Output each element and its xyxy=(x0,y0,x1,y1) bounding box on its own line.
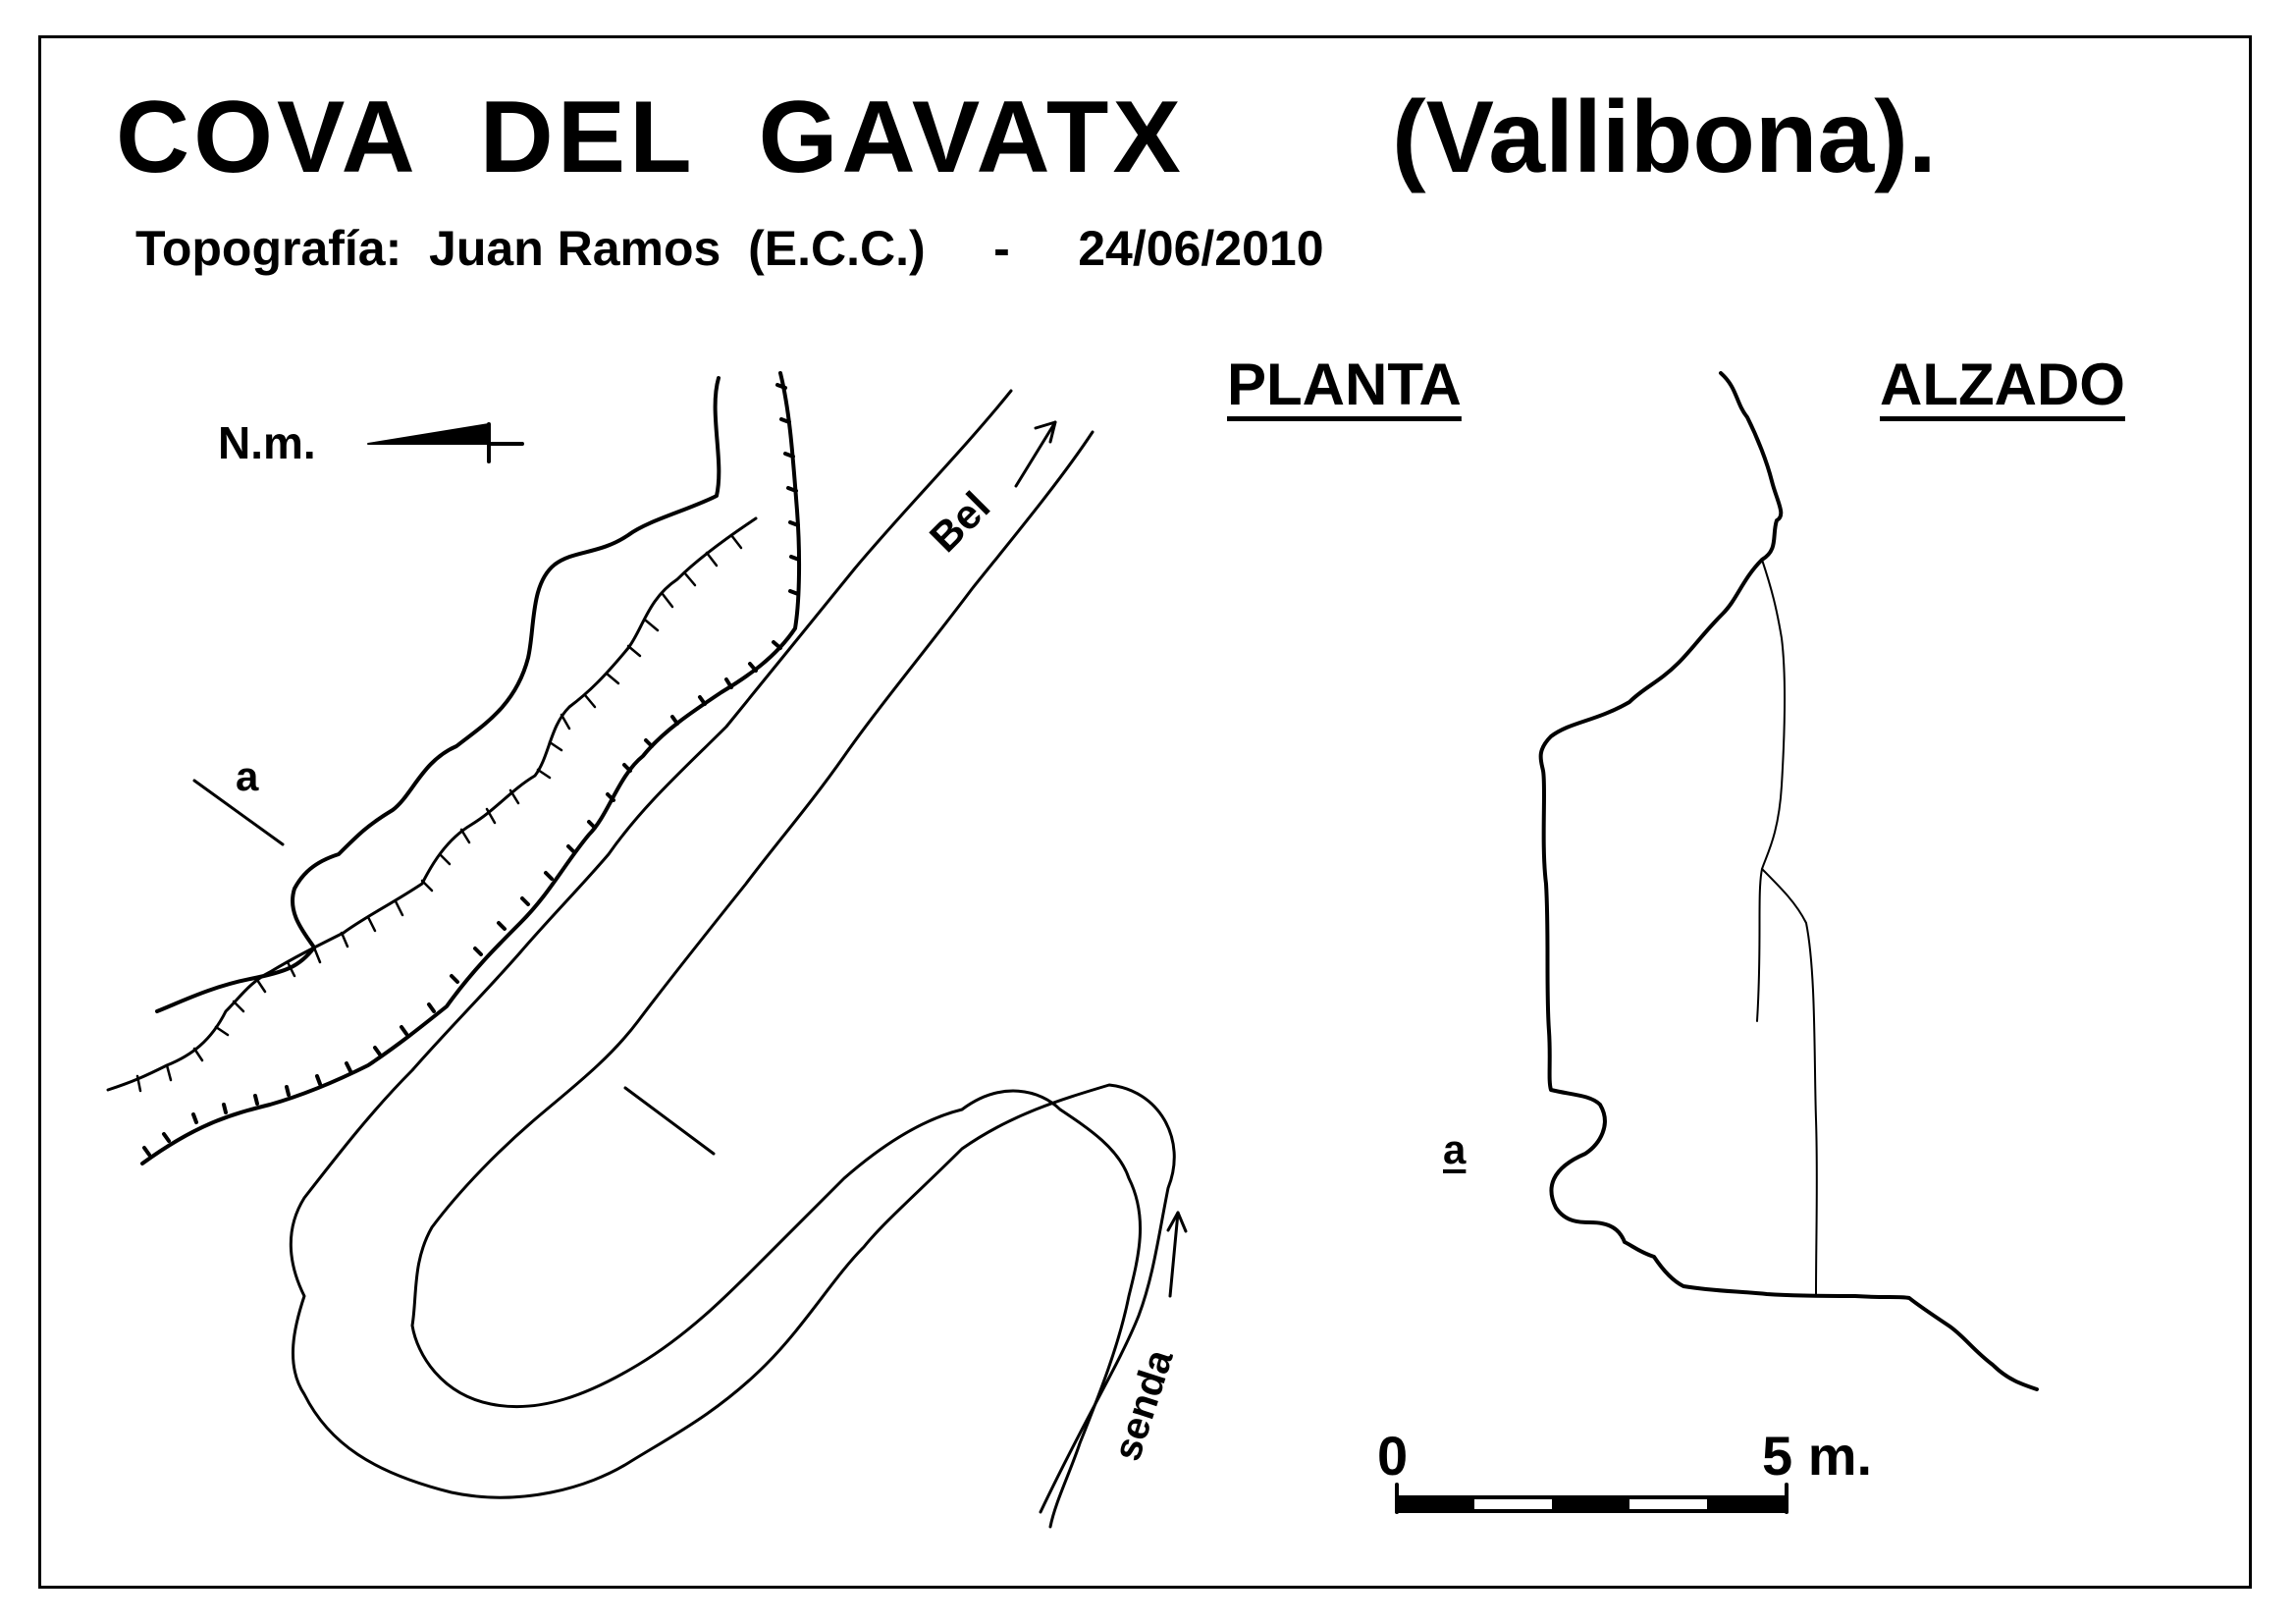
path-flow-arrow-icon xyxy=(1168,1211,1180,1298)
scale-bar xyxy=(1395,1483,1789,1514)
plan-view-heading: PLANTA xyxy=(1227,352,1462,417)
north-label: N.m. xyxy=(218,417,316,468)
outcrop-ticks xyxy=(142,383,801,1157)
elevation-inner-line xyxy=(1756,559,1787,1022)
ravine-arrowhead-icon xyxy=(1034,420,1057,444)
cave-title: COVA DEL GAVATX xyxy=(116,81,1185,194)
path-arrowhead-icon xyxy=(1166,1211,1188,1233)
section-line-b xyxy=(623,1086,716,1156)
scale-start-label: 0 xyxy=(1377,1425,1409,1487)
cave-inner-ledge xyxy=(106,516,758,1092)
north-arrow-icon xyxy=(367,422,524,463)
scale-end-label: 5 m. xyxy=(1762,1425,1873,1487)
survey-credit: Topografía: Juan Ramos (E.C.C.) - 24/06/… xyxy=(135,221,1324,276)
ravine-right-bank xyxy=(410,430,1143,1529)
ravine-flow-arrow-icon xyxy=(1014,420,1057,488)
ravine-left-bank xyxy=(289,389,1176,1514)
section-label-elevation: a xyxy=(1443,1126,1467,1172)
cave-outer-wall xyxy=(155,376,721,1013)
section-label-plan: a xyxy=(236,753,259,799)
ledge-ticks xyxy=(135,533,743,1093)
map-frame xyxy=(38,35,2252,1589)
elevation-profile xyxy=(1538,371,2039,1391)
location-title: (Vallibona). xyxy=(1392,81,1937,194)
elevation-view-heading: ALZADO xyxy=(1880,352,2125,417)
section-line-a xyxy=(192,779,285,846)
elevation-inner-line-2 xyxy=(1761,868,1818,1297)
outcrop-line xyxy=(140,371,802,1165)
